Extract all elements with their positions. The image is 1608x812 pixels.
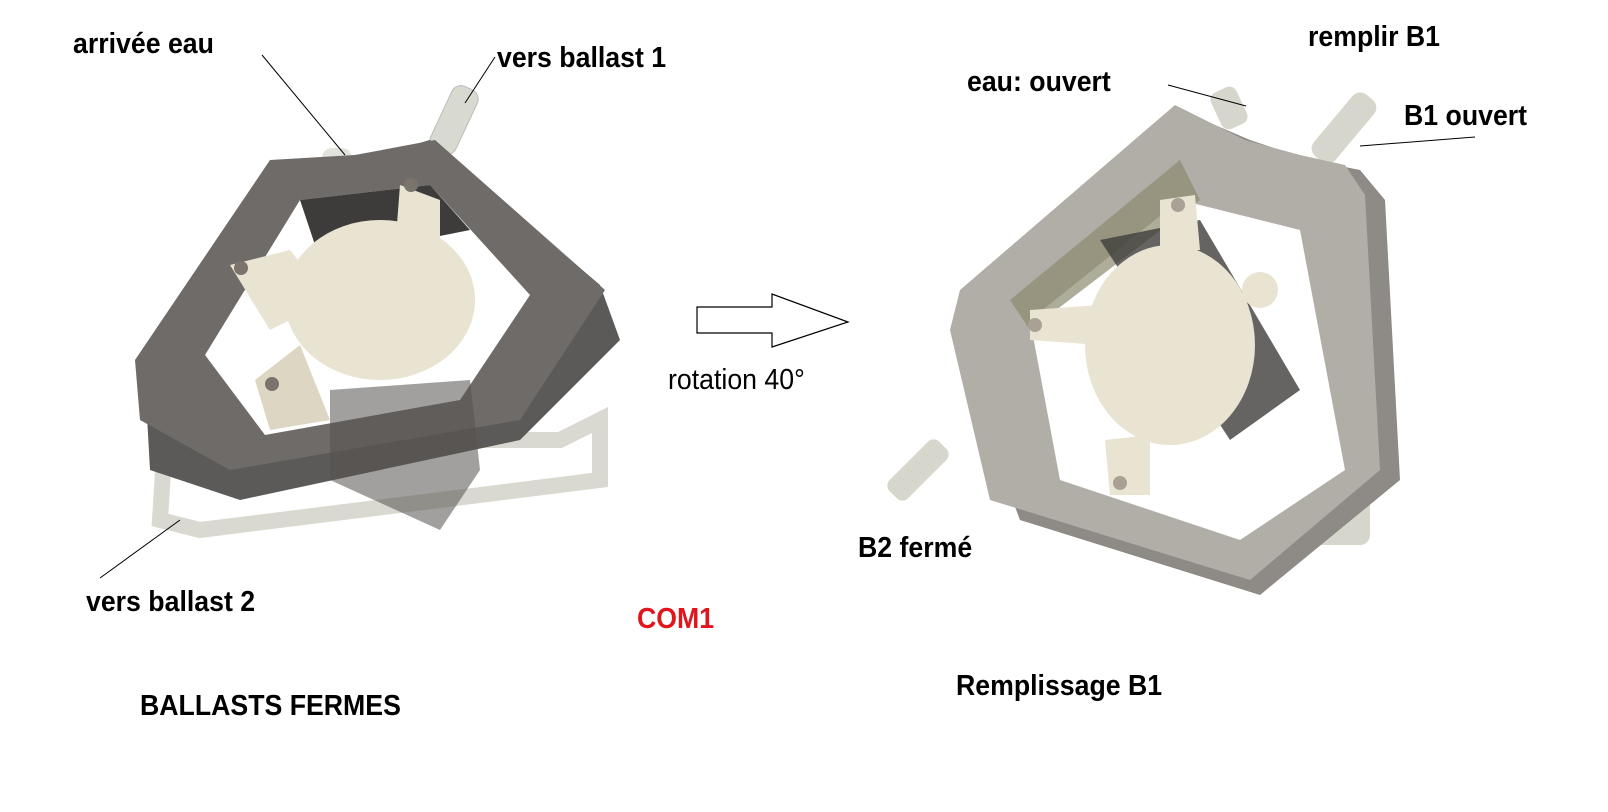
pin	[1171, 198, 1185, 212]
tag-com1: COM1	[637, 603, 715, 635]
caption-ballasts-closed: BALLASTS FERMES	[140, 690, 401, 722]
pin	[265, 377, 279, 391]
pin	[404, 178, 418, 192]
rotor-arm	[1160, 195, 1200, 250]
label-water-open: eau: ouvert	[967, 66, 1111, 98]
leader-ballast-1	[464, 56, 496, 104]
lower-block	[330, 380, 480, 530]
caption-filling-b1: Remplissage B1	[956, 670, 1163, 702]
pin	[1113, 476, 1127, 490]
rotor-arm	[395, 185, 440, 250]
left-mechanism	[135, 85, 620, 539]
rotor-arm	[230, 250, 330, 330]
label-to-ballast-1: vers ballast 1	[497, 42, 667, 74]
tube-b1	[1311, 92, 1377, 164]
label-b1-open: B1 ouvert	[1404, 100, 1528, 132]
label-rotation: rotation 40°	[668, 364, 805, 396]
label-water-inlet: arrivée eau	[73, 28, 214, 60]
leader-water-open	[1167, 84, 1247, 107]
rotor-arm	[1105, 435, 1150, 495]
rotor-disc	[1085, 245, 1255, 445]
leader-lines	[99, 54, 1476, 579]
pin	[1028, 318, 1042, 332]
tube-b2	[887, 439, 949, 501]
rotor-arm	[255, 345, 330, 430]
pin	[234, 261, 248, 275]
leader-ballast-2	[99, 519, 181, 579]
rotor-disc	[285, 220, 475, 380]
right-mechanism	[887, 86, 1400, 595]
rotor-ear	[1242, 272, 1278, 308]
leader-b1-open	[1359, 136, 1476, 147]
label-to-ballast-2: vers ballast 2	[86, 586, 256, 618]
tube-water	[1210, 86, 1248, 130]
label-fill-b1: remplir B1	[1308, 21, 1440, 53]
rotor-arm	[1030, 305, 1100, 345]
label-b2-closed: B2 fermé	[858, 532, 973, 564]
leader-water-inlet	[261, 54, 346, 156]
right-arrow-icon	[696, 293, 850, 348]
